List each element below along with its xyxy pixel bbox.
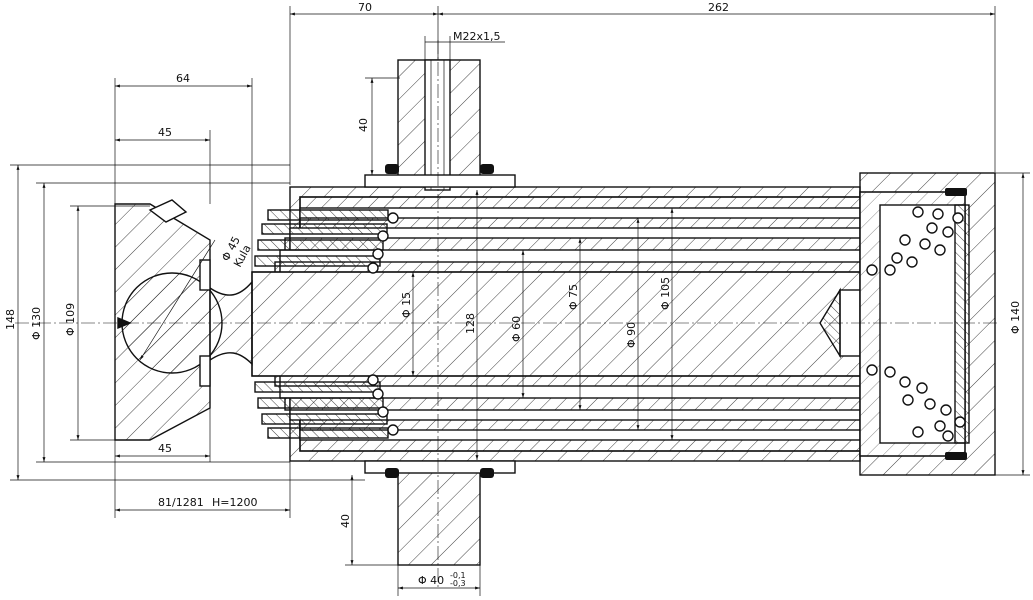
dim-pin-tol-bottom: -0,3: [450, 579, 466, 588]
cylinder-body: [251, 186, 946, 462]
dim-64: 64: [176, 72, 190, 85]
dim-262: 262: [708, 1, 729, 14]
gland-seals-top: [254, 209, 399, 274]
dim-dia-140: Φ 140: [1009, 301, 1022, 334]
dim-dia-90: Φ 90: [625, 322, 638, 348]
dim-45-bottom: 45: [158, 442, 172, 455]
centre-lines: [15, 40, 1000, 590]
seal-rings-right: [866, 206, 966, 442]
dim-dia-15: Φ 15: [400, 292, 413, 318]
dimension-lines: [10, 6, 1030, 596]
dim-45-top: 45: [158, 126, 172, 139]
dim-128: 128: [464, 313, 477, 334]
dim-40-bottom: 40: [339, 514, 352, 528]
gland-seals-bottom: [254, 374, 399, 439]
dim-dia-60: Φ 60: [510, 316, 523, 342]
dim-dia-130: Φ 130: [30, 307, 43, 340]
dim-dia-75: Φ 75: [567, 284, 580, 310]
dim-dia-105: Φ 105: [659, 277, 672, 310]
dim-height: H=1200: [212, 496, 257, 509]
dim-dia-109: Φ 109: [64, 303, 77, 336]
mounting-pin-bottom: [364, 460, 516, 566]
dim-pin-dia: Φ 40: [418, 574, 444, 587]
mounting-pin-top: [364, 59, 516, 191]
dim-40-top: 40: [357, 118, 370, 132]
end-cap: [859, 172, 996, 476]
dim-stroke: 81/1281: [158, 496, 204, 509]
dim-148: 148: [4, 309, 17, 330]
dim-thread: M22x1,5: [453, 30, 501, 43]
dim-pin-tol-top: -0,1: [450, 571, 466, 580]
dim-70: 70: [358, 1, 372, 14]
dimension-labels: 70 262 M22x1,5 64 45 45 40 40 148 Φ 130 …: [4, 1, 1022, 588]
